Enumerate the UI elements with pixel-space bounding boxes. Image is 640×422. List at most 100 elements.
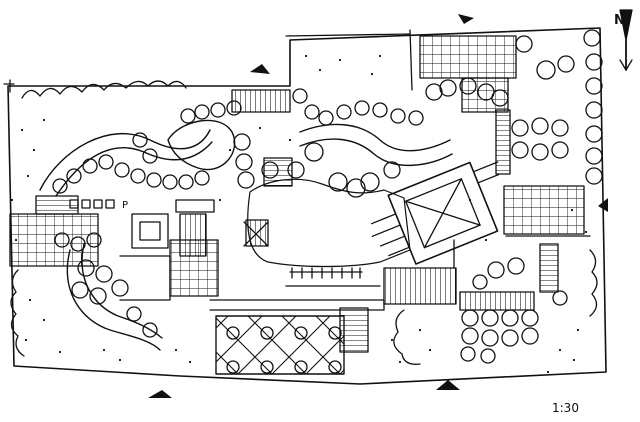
tree-circle — [521, 309, 539, 327]
texture-dot — [20, 128, 24, 132]
tree-circle — [408, 110, 424, 126]
tree-circle — [318, 110, 334, 126]
section-marker-top-left — [250, 64, 270, 74]
texture-dot — [570, 208, 574, 212]
tree-circle — [461, 327, 479, 345]
section-markers — [148, 14, 608, 398]
section-marker-right — [598, 198, 608, 212]
texture-dot — [10, 198, 14, 202]
tree-circle — [292, 88, 308, 104]
tree-circle — [82, 158, 98, 174]
tree-circle — [132, 132, 148, 148]
texture-dot — [584, 230, 588, 234]
tree-circle — [501, 309, 519, 327]
tree-circle — [328, 172, 348, 192]
tree-circle — [425, 83, 443, 101]
tree-circle — [583, 29, 601, 47]
grid-paving — [9, 35, 585, 297]
tree-circle — [507, 257, 525, 275]
texture-dot — [14, 238, 18, 242]
tree-circle — [336, 104, 352, 120]
tree-specimens — [52, 29, 603, 364]
tree-circle — [178, 174, 194, 190]
tree-circle — [552, 290, 568, 306]
texture-dot — [576, 328, 580, 332]
texture-dot — [228, 148, 232, 152]
texture-dot — [428, 348, 432, 352]
north-arrow: N — [614, 9, 633, 71]
tree-circle — [551, 141, 569, 159]
tree-circle — [194, 104, 210, 120]
steps-east — [495, 109, 511, 175]
plaza-planter — [328, 326, 342, 340]
tree-circle — [180, 108, 196, 124]
steps-far-east — [539, 243, 559, 293]
plaza-planter — [226, 360, 240, 374]
section-marker-bottom-left — [148, 390, 172, 398]
tree-circle — [511, 119, 529, 137]
tree-circle — [383, 161, 401, 179]
steps-and-decks — [35, 89, 559, 353]
texture-dot — [174, 348, 178, 352]
section-marker-top — [458, 14, 474, 24]
tree-circle — [360, 172, 380, 192]
texture-dot — [32, 148, 36, 152]
tree-circle — [126, 306, 142, 322]
tree-circle — [235, 153, 253, 171]
plaza-planter — [226, 326, 240, 340]
tree-circle — [142, 322, 158, 338]
sheet-number: 1:30 — [552, 401, 579, 415]
tree-circle — [194, 170, 210, 186]
texture-dot — [370, 72, 374, 76]
tree-circle — [142, 148, 158, 164]
pavilion-structure — [370, 161, 500, 265]
steps-center-north — [263, 157, 293, 187]
ground-texture — [10, 54, 588, 374]
texture-dot — [42, 118, 46, 122]
tree-circle — [130, 168, 146, 184]
texture-dot — [390, 338, 394, 342]
tree-circle — [304, 142, 324, 162]
site-boundary — [3, 27, 607, 385]
outer-canopy — [10, 80, 598, 365]
texture-dot — [218, 198, 222, 202]
grid-paving-northeast — [461, 77, 509, 113]
tree-circle — [346, 178, 366, 198]
tree-circle — [146, 172, 162, 188]
steps-north-west — [231, 89, 291, 113]
tree-circle — [501, 329, 519, 347]
plaza-planter — [260, 326, 274, 340]
plaza-planter — [294, 360, 308, 374]
section-marker-bottom — [436, 380, 460, 390]
texture-dot — [24, 338, 28, 342]
grid-paving-north — [419, 35, 517, 79]
tree-circle — [585, 53, 603, 71]
tree-circle — [531, 117, 549, 135]
tree-circle — [487, 261, 505, 279]
tree-circle — [111, 279, 129, 297]
tree-circle — [162, 174, 178, 190]
texture-dot — [28, 298, 32, 302]
bench-row: P — [69, 199, 128, 211]
tree-circle — [95, 265, 113, 283]
grid-paving-west — [9, 213, 99, 267]
tree-circle — [390, 108, 406, 124]
grid-paving-east — [503, 185, 585, 235]
tree-circle — [233, 133, 251, 151]
lawn-fence — [285, 267, 381, 287]
texture-dot — [258, 126, 262, 130]
tree-circle — [481, 309, 499, 327]
tree-circle — [551, 119, 569, 137]
tree-circle — [98, 154, 114, 170]
steps-south-east — [459, 291, 535, 311]
tree-circle — [461, 309, 479, 327]
tree-circle — [354, 100, 370, 116]
plaza-planter — [328, 360, 342, 374]
central-lawn — [247, 178, 411, 268]
tree-circle — [210, 102, 226, 118]
tree-circle — [472, 274, 488, 290]
tree-circle — [521, 327, 539, 345]
texture-dot — [338, 58, 342, 62]
